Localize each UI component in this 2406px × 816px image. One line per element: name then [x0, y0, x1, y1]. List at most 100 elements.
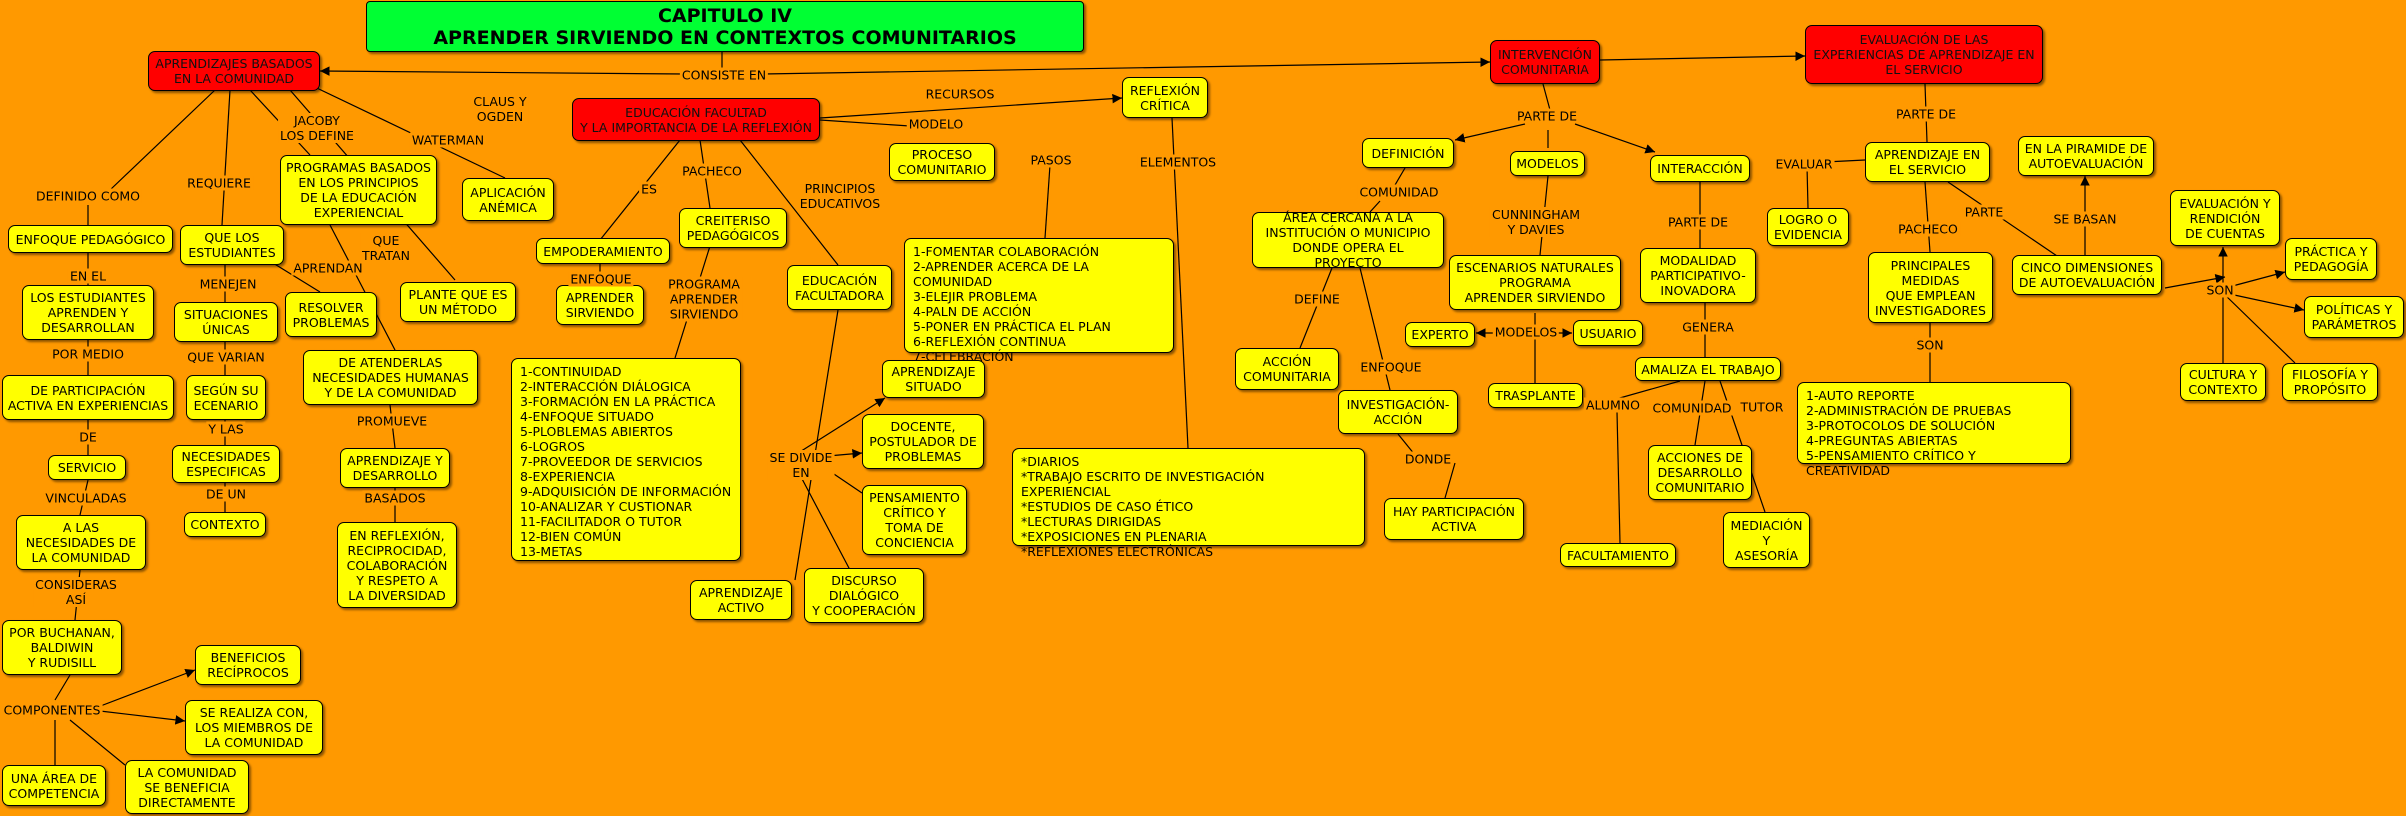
link-label: CLAUS Y OGDEN [471, 94, 529, 124]
link-label: PARTE DE [1893, 106, 1959, 122]
concept-enfoque-pedagogico[interactable]: ENFOQUE PEDAGÓGICO [8, 225, 173, 253]
concept-beneficios-reciprocos[interactable]: BENEFICIOS RECÍPROCOS [195, 645, 301, 685]
concept-modalidad-participativo[interactable]: MODALIDAD PARTICIPATIVO- INOVADORA [1640, 248, 1756, 303]
concept-comunidad-beneficia[interactable]: LA COMUNIDAD SE BENEFICIA DIRECTAMENTE [125, 760, 249, 814]
concept-discurso-dialogico[interactable]: DISCURSO DIALÓGICO Y COOPERACIÓN [804, 568, 924, 623]
concept-aplicacion-anemica[interactable]: APLICACIÓN ANÉMICA [462, 178, 554, 221]
concept-aprendizaje-desarrollo[interactable]: APRENDIZAJE Y DESARROLLO [340, 448, 450, 488]
link-label: MENEJEN [197, 276, 259, 292]
link-label: PROMUEVE [354, 413, 430, 429]
concept-buchanan[interactable]: POR BUCHANAN, BALDIWIN Y RUDISILL [2, 620, 122, 675]
concept-politicas-parametros[interactable]: POLÍTICAS Y PARÁMETROS [2304, 296, 2404, 338]
link-label: SE BASAN [2051, 211, 2119, 227]
concept-cinco-dimensiones[interactable]: CINCO DIMENSIONES DE AUTOEVALUACIÓN [2012, 255, 2162, 295]
list-medidas: 1-AUTO REPORTE 2-ADMINISTRACIÓN DE PRUEB… [1797, 382, 2071, 478]
concept-segun-escenario[interactable]: SEGÚN SU ECENARIO [186, 375, 266, 420]
link-label: PARTE DE [1514, 108, 1580, 124]
link-label: DE UN [204, 486, 248, 502]
link-label: COMUNIDAD [1650, 400, 1734, 416]
concept-definicion[interactable]: DEFINICIÓN [1362, 138, 1454, 168]
concept-aprendizaje-situado[interactable]: APRENDIZAJE SITUADO [882, 360, 985, 398]
concept-trasplante[interactable]: TRASPLANTE [1488, 383, 1583, 408]
concept-docente-postulador[interactable]: DOCENTE, POSTULADOR DE PROBLEMAS [862, 414, 984, 469]
list-elementos: *DIARIOS *TRABAJO ESCRITO DE INVESTIGACI… [1012, 448, 1365, 559]
concept-criterios-pedagogicos[interactable]: CREITERISO PEDAGÓGICOS [679, 208, 787, 248]
concept-aprendizaje-activo[interactable]: APRENDIZAJE ACTIVO [690, 580, 792, 620]
concept-reflexion-critica[interactable]: REFLEXIÓN CRÍTICA [1122, 77, 1208, 118]
list-criterios: 1-CONTINUIDAD 2-INTERACCIÓN DIÁLOGICA 3-… [511, 358, 741, 561]
link-label: RECURSOS [923, 86, 997, 102]
concept-usuario[interactable]: USUARIO [1573, 320, 1643, 346]
concept-participacion-activa[interactable]: DE PARTICIPACIÓN ACTIVA EN EXPERIENCIAS [2, 375, 174, 420]
concept-mediacion-asesoria[interactable]: MEDIACIÓN Y ASESORÍA [1723, 512, 1810, 568]
page-title: CAPITULO IV APRENDER SIRVIENDO EN CONTEX… [366, 1, 1084, 52]
concept-cultura-contexto[interactable]: CULTURA Y CONTEXTO [2180, 363, 2266, 401]
concept-accion-comunitaria[interactable]: ACCIÓN COMUNITARIA [1235, 348, 1339, 390]
topic-evaluacion[interactable]: EVALUACIÓN DE LAS EXPERIENCIAS DE APREND… [1805, 25, 2043, 84]
link-label: CONSISTE EN [679, 67, 769, 83]
concept-escenarios-naturales[interactable]: ESCENARIOS NATURALES PROGRAMA APRENDER S… [1449, 255, 1621, 310]
link-label: CUNNINGHAM Y DAVIES [1489, 207, 1583, 237]
link-label: ES [639, 181, 659, 197]
concept-contexto[interactable]: CONTEXTO [184, 512, 266, 537]
concept-pensamiento-critico[interactable]: PENSAMIENTO CRÍTICO Y TOMA DE CONCIENCIA [862, 485, 967, 555]
concept-principales-medidas[interactable]: PRINCIPALES MEDIDAS QUE EMPLEAN INVESTIG… [1868, 252, 1993, 323]
concept-necesidades-especificas[interactable]: NECESIDADES ESPECIFICAS [172, 445, 280, 483]
concept-area-competencia[interactable]: UNA ÁREA DE COMPETENCIA [2, 765, 106, 806]
link-label: PASOS [1028, 152, 1074, 168]
concept-interaccion[interactable]: INTERACCIÓN [1650, 155, 1750, 182]
concept-evaluacion-rendicion[interactable]: EVALUACIÓN Y RENDICIÓN DE CUENTAS [2170, 190, 2280, 246]
list-pasos: 1-FOMENTAR COLABORACIÓN 2-APRENDER ACERC… [904, 238, 1174, 364]
concept-empoderamiento[interactable]: EMPODERAMIENTO [536, 238, 670, 264]
topic-intervencion-comunitaria[interactable]: INTERVENCIÓN COMUNITARIA [1490, 40, 1600, 84]
concept-piramide-autoevaluacion[interactable]: EN LA PIRAMIDE DE AUTOEVALUACIÓN [2018, 136, 2154, 176]
link-label: ALUMNO [1583, 397, 1643, 413]
concept-que-los-estudiantes[interactable]: QUE LOS ESTUDIANTES [180, 225, 284, 265]
link-label: PROGRAMA APRENDER SIRVIENDO [666, 276, 742, 322]
concept-servicio[interactable]: SERVICIO [48, 455, 126, 480]
link-label: PARTE [1962, 204, 2006, 220]
concept-filosofia-proposito[interactable]: FILOSOFÍA Y PROPÓSITO [2282, 363, 2378, 401]
concept-logro-evidencia[interactable]: LOGRO O EVIDENCIA [1767, 208, 1849, 246]
concept-plante-metodo[interactable]: PLANTE QUE ES UN MÉTODO [400, 282, 516, 322]
link-label: SE DIVIDE EN [767, 450, 835, 480]
concept-educacion-facultadora[interactable]: EDUCACIÓN FACULTADORA [787, 265, 892, 310]
concept-aprendizaje-servicio[interactable]: APRENDIZAJE EN EL SERVICIO [1865, 142, 1990, 182]
concept-resolver-problemas[interactable]: RESOLVER PROBLEMAS [285, 292, 377, 337]
link-label: PRINCIPIOS EDUCATIVOS [797, 181, 883, 211]
concept-atenderlas-necesidades[interactable]: DE ATENDERLAS NECESIDADES HUMANAS Y DE L… [303, 350, 478, 405]
link-label: SON [2204, 282, 2236, 298]
concept-practica-pedagogia[interactable]: PRÁCTICA Y PEDAGOGÍA [2285, 238, 2377, 280]
link-label: QUE VARIAN [185, 349, 267, 365]
concept-aprender-sirviendo[interactable]: APRENDER SIRVIENDO [556, 285, 644, 325]
concept-modelos[interactable]: MODELOS [1510, 151, 1585, 176]
concept-facultamiento[interactable]: FACULTAMIENTO [1560, 543, 1676, 567]
link-label: DONDE [1402, 451, 1454, 467]
concept-acciones-desarrollo[interactable]: ACCIONES DE DESARROLLO COMUNITARIO [1648, 445, 1752, 500]
concept-necesidades-comunidad[interactable]: A LAS NECESIDADES DE LA COMUNIDAD [16, 515, 146, 570]
concept-proceso-comunitario[interactable]: PROCESO COMUNITARIO [889, 143, 995, 181]
link-label: JACOBY LOS DEFINE [278, 113, 356, 143]
link-label: SON [1914, 337, 1946, 353]
link-label: WATERMAN [409, 132, 487, 148]
concept-hay-participacion[interactable]: HAY PARTICIPACIÓN ACTIVA [1384, 498, 1524, 540]
concept-investigacion-accion[interactable]: INVESTIGACIÓN- ACCIÓN [1338, 390, 1458, 434]
concept-estudiantes-aprenden[interactable]: LOS ESTUDIANTES APRENDEN Y DESARROLLAN [22, 285, 154, 340]
link-label: ENFOQUE [1358, 359, 1424, 375]
concept-en-reflexion[interactable]: EN REFLEXIÓN, RECIPROCIDAD, COLABORACIÓN… [337, 522, 457, 608]
concept-situaciones-unicas[interactable]: SITUACIONES ÚNICAS [174, 302, 278, 342]
topic-aprendizajes-basados[interactable]: APRENDIZAJES BASADOS EN LA COMUNIDAD [148, 51, 320, 91]
concept-programas-basados[interactable]: PROGRAMAS BASADOS EN LOS PRINCIPIOS DE L… [280, 155, 437, 225]
link-label: VINCULADAS [43, 490, 129, 506]
concept-experto[interactable]: EXPERTO [1405, 322, 1475, 347]
concept-analiza-trabajo[interactable]: AMALIZA EL TRABAJO [1635, 357, 1781, 381]
link-label: QUE TRATAN [360, 233, 412, 263]
link-label: PACHECO [680, 163, 744, 179]
link-label: Y LAS [206, 421, 246, 437]
link-label: POR MEDIO [50, 346, 126, 362]
concept-area-cercana[interactable]: ÁREA CERCANA A LA INSTITUCIÓN O MUNICIPI… [1252, 210, 1444, 270]
link-label: APRENDAN [291, 260, 365, 276]
concept-se-realiza-con[interactable]: SE REALIZA CON, LOS MIEMBROS DE LA COMUN… [185, 700, 323, 755]
link-label: DE [77, 429, 99, 445]
topic-educacion-facultad[interactable]: EDUCACIÓN FACULTAD Y LA IMPORTANCIA DE L… [572, 98, 820, 141]
